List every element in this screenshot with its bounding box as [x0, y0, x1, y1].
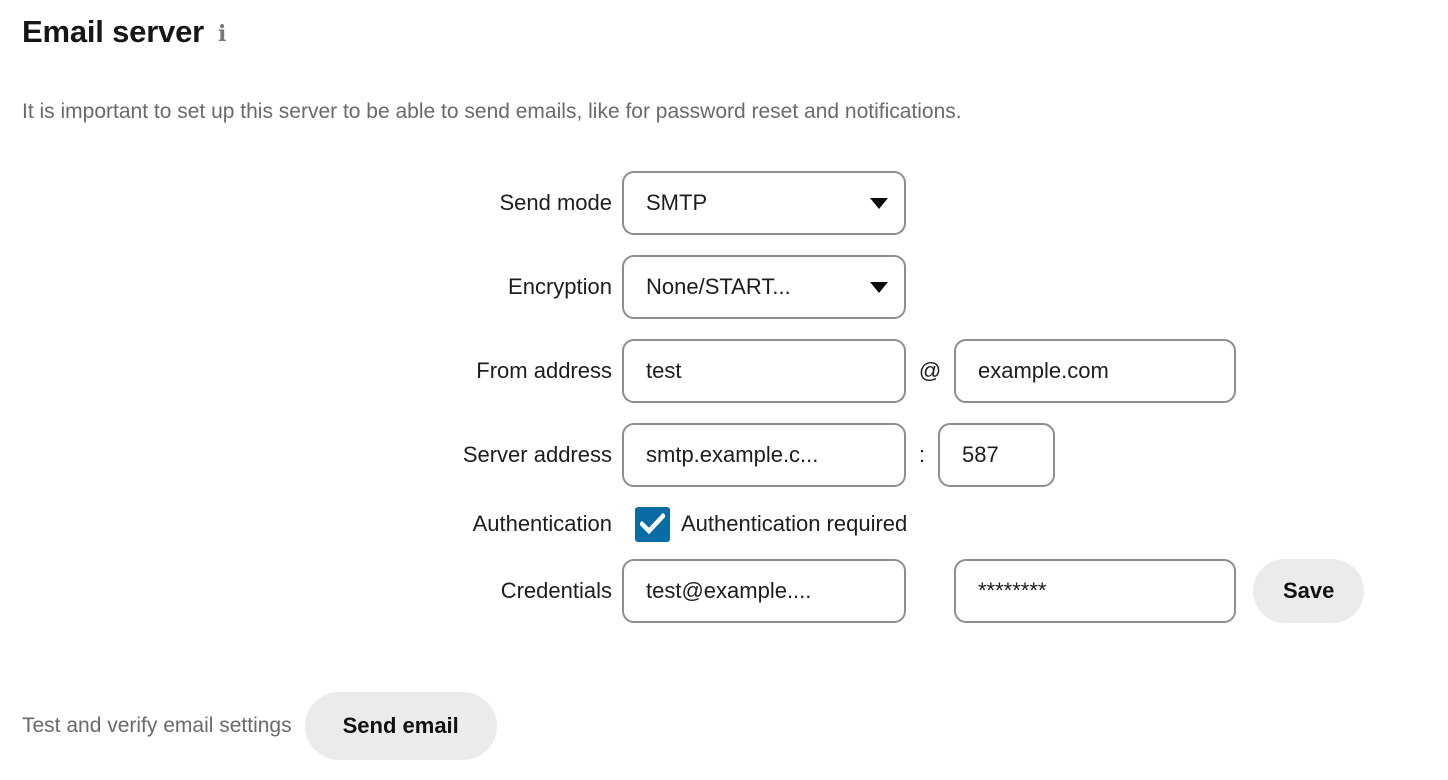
authentication-required-label: Authentication required	[681, 511, 908, 536]
email-server-form: Send mode SMTP Encryption None/START... …	[0, 171, 1448, 643]
send-email-button[interactable]: Send email	[304, 692, 497, 760]
checkmark-icon	[640, 512, 665, 534]
at-separator: @	[918, 358, 942, 383]
page-description: It is important to set up this server to…	[22, 100, 962, 123]
label-authentication: Authentication	[472, 511, 612, 536]
credentials-username-input[interactable]: test@example....	[622, 559, 906, 623]
encryption-value: None/START...	[646, 274, 791, 299]
from-address-user-input[interactable]: test	[622, 339, 906, 403]
row-server-address: Server address smtp.example.c... : 587	[0, 423, 1448, 487]
row-from-address: From address test @ example.com	[0, 339, 1448, 403]
encryption-select[interactable]: None/START...	[622, 255, 906, 319]
send-mode-select[interactable]: SMTP	[622, 171, 906, 235]
page-title: Email server	[22, 14, 205, 49]
chevron-down-icon	[870, 197, 888, 209]
save-button[interactable]: Save	[1253, 559, 1365, 623]
colon-separator: :	[918, 442, 926, 467]
label-credentials: Credentials	[500, 578, 612, 603]
label-from-address: From address	[476, 358, 612, 383]
send-mode-value: SMTP	[646, 190, 708, 215]
row-encryption: Encryption None/START...	[0, 255, 1448, 319]
row-authentication: Authentication Authentication required	[0, 506, 1448, 542]
footer-row: Test and verify email settings Send emai…	[22, 692, 497, 760]
server-host-input[interactable]: smtp.example.c...	[622, 423, 906, 487]
row-credentials: Credentials test@example.... ******** Sa…	[0, 559, 1448, 623]
label-server-address: Server address	[462, 442, 612, 467]
label-send-mode: Send mode	[499, 190, 612, 215]
authentication-required-checkbox[interactable]	[635, 506, 670, 542]
server-port-input[interactable]: 587	[938, 423, 1055, 487]
info-icon[interactable]: i	[218, 20, 227, 47]
test-verify-text: Test and verify email settings	[22, 714, 292, 737]
page-header: Email server i	[22, 16, 226, 47]
credentials-password-input[interactable]: ********	[954, 559, 1236, 623]
chevron-down-icon	[870, 281, 888, 293]
from-address-domain-input[interactable]: example.com	[954, 339, 1236, 403]
row-send-mode: Send mode SMTP	[0, 171, 1448, 235]
label-encryption: Encryption	[508, 274, 612, 299]
